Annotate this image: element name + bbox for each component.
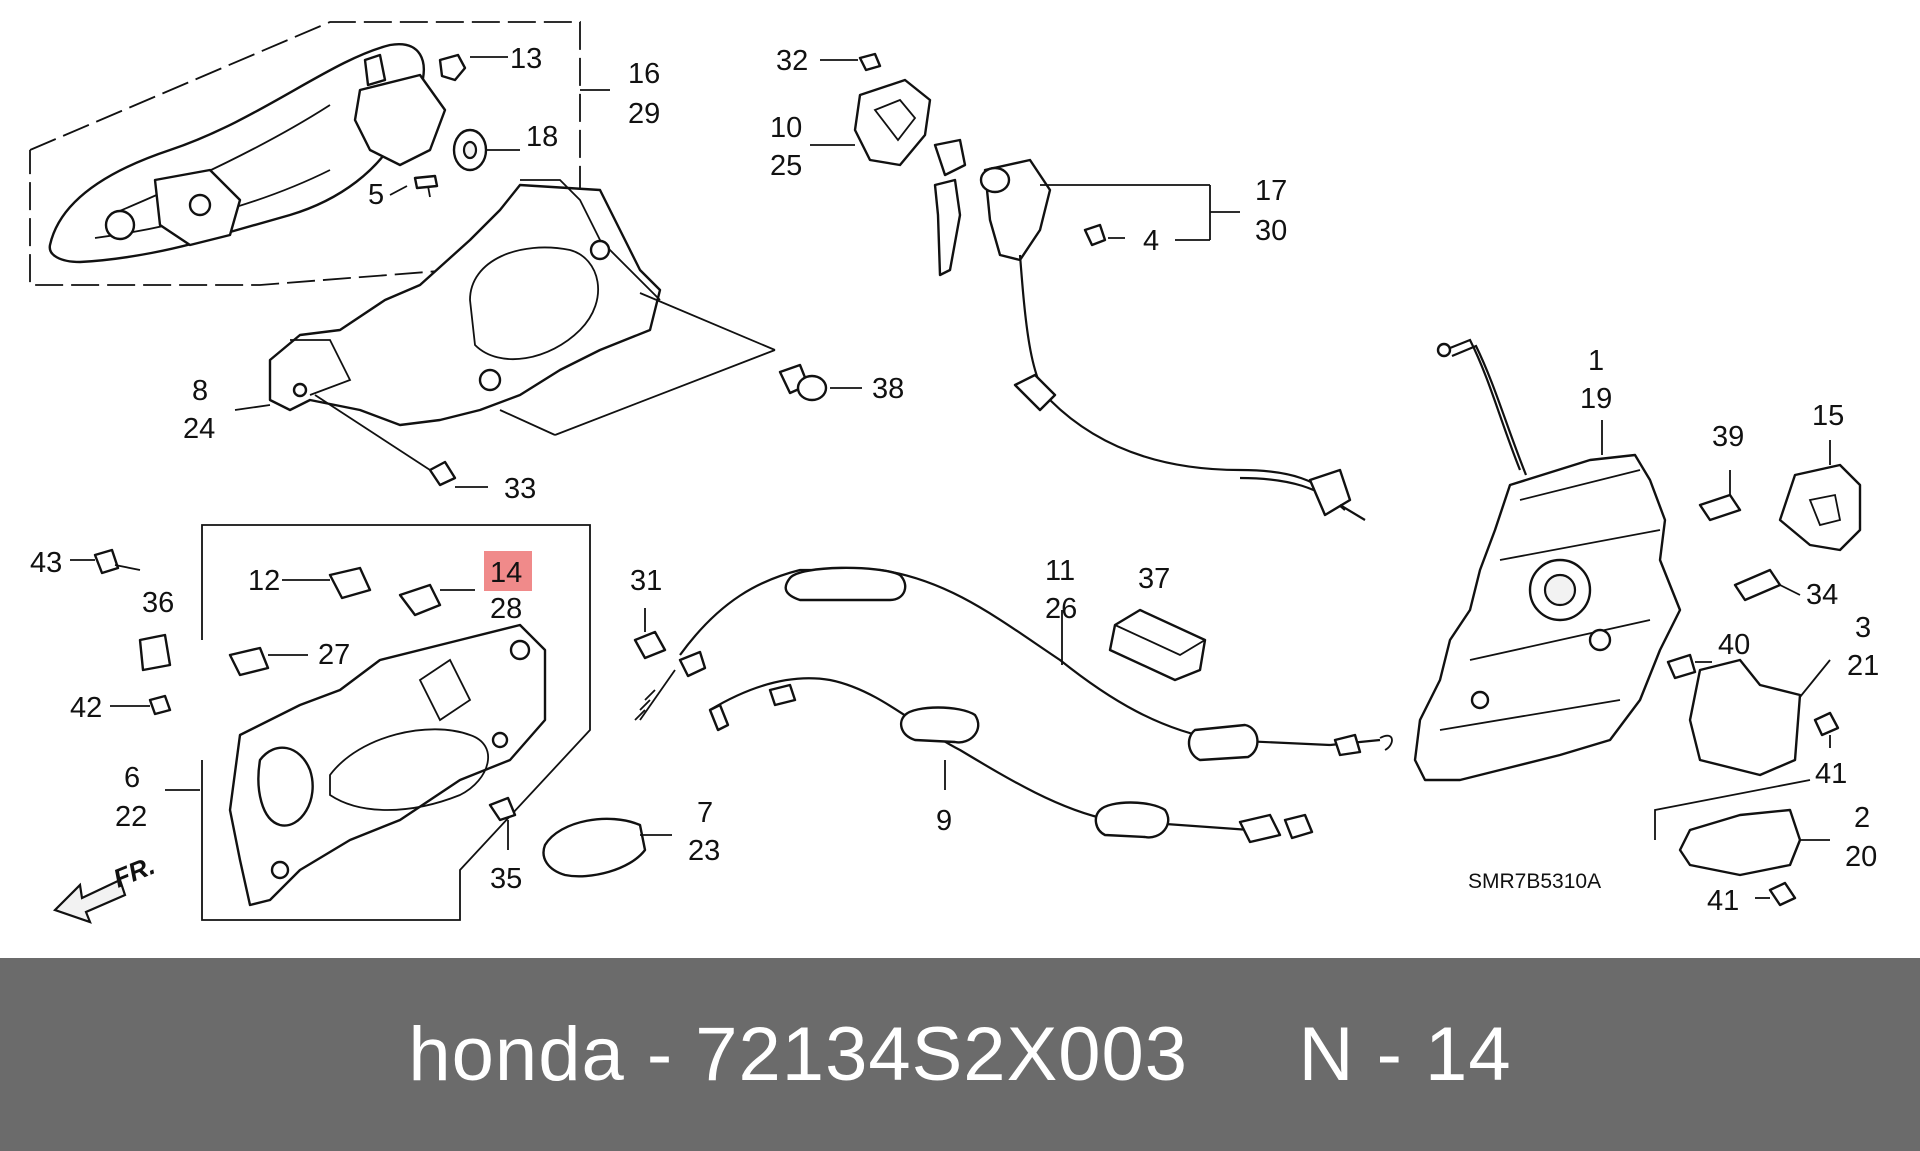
label-40: 40 — [1718, 629, 1750, 661]
left-fasteners — [70, 548, 172, 716]
label-33: 33 — [504, 473, 536, 505]
label-25: 25 — [770, 150, 802, 182]
highlight-part-14 — [484, 551, 532, 591]
part-number-text: honda - 72134S2X003 N - 14 — [408, 1012, 1512, 1097]
label-29: 29 — [628, 98, 660, 130]
label-39: 39 — [1712, 421, 1744, 453]
label-10: 10 — [770, 112, 802, 144]
label-11: 11 — [1045, 555, 1075, 587]
label-7: 7 — [697, 797, 713, 829]
label-27: 27 — [318, 639, 350, 671]
label-8: 8 — [192, 375, 208, 407]
label-16: 16 — [628, 58, 660, 90]
label-9: 9 — [936, 805, 952, 837]
label-20: 20 — [1845, 841, 1877, 873]
label-18: 18 — [526, 121, 558, 153]
label-19: 19 — [1580, 383, 1612, 415]
label-41-lower: 41 — [1707, 885, 1739, 917]
label-32: 32 — [776, 45, 808, 77]
label-23: 23 — [688, 835, 720, 867]
label-21: 21 — [1847, 650, 1879, 682]
label-14: 14 — [490, 557, 522, 589]
label-31: 31 — [630, 565, 662, 597]
label-1: 1 — [1588, 345, 1604, 377]
label-28: 28 — [490, 593, 522, 625]
parts-diagram: FR. 13 16 29 18 5 8 24 38 33 32 10 25 17… — [29, 21, 1880, 924]
label-36: 36 — [142, 587, 174, 619]
label-3: 3 — [1855, 612, 1871, 644]
label-35: 35 — [490, 863, 522, 895]
label-17: 17 — [1255, 175, 1287, 207]
label-26: 26 — [1045, 593, 1077, 625]
label-42: 42 — [70, 692, 102, 724]
lock-cylinder-group — [810, 52, 1366, 521]
label-43: 43 — [30, 547, 62, 579]
cables-group — [542, 566, 1393, 878]
label-15: 15 — [1812, 400, 1844, 432]
label-30: 30 — [1255, 215, 1287, 247]
label-34: 34 — [1806, 579, 1838, 611]
label-24: 24 — [183, 413, 215, 445]
label-41-upper: 41 — [1815, 758, 1847, 790]
latch-assembly — [1413, 338, 1862, 782]
front-direction-arrow: FR. — [52, 850, 159, 924]
latch-covers — [1654, 653, 1840, 907]
part-number-footer: honda - 72134S2X003 N - 14 — [0, 958, 1920, 1151]
handle-base-bracket — [234, 179, 862, 488]
outer-handle-group — [29, 21, 610, 286]
inner-handle-group — [165, 524, 591, 921]
label-5: 5 — [368, 179, 384, 211]
label-22: 22 — [115, 801, 147, 833]
label-2: 2 — [1854, 802, 1870, 834]
label-4: 4 — [1143, 225, 1159, 257]
label-37: 37 — [1138, 563, 1170, 595]
label-13: 13 — [510, 43, 542, 75]
diagram-code: SMR7B5310A — [1468, 870, 1601, 893]
label-6: 6 — [124, 762, 140, 794]
label-12: 12 — [248, 565, 280, 597]
label-38: 38 — [872, 373, 904, 405]
